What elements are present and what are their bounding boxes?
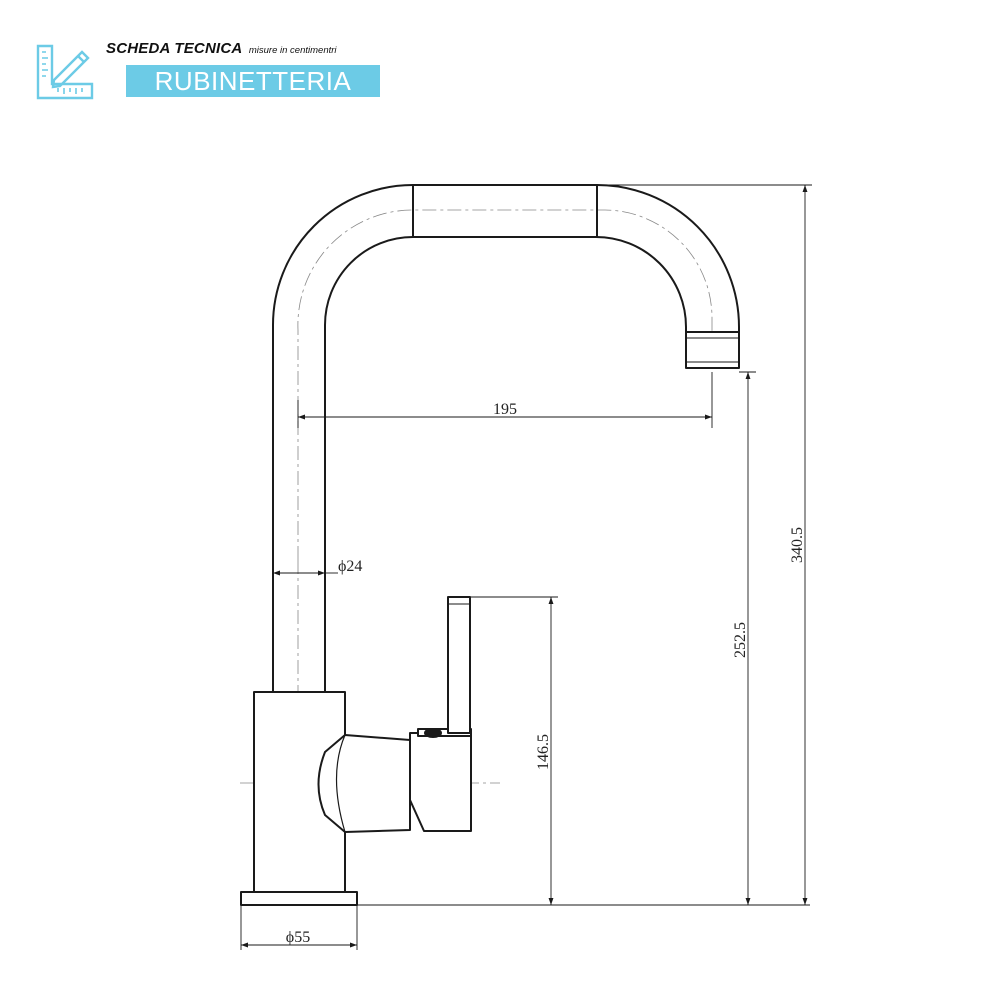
header-subtitle: misure in centimentri [248,45,337,56]
header-title-line: SCHEDA TECNICA misure in centimentri [106,40,337,58]
dimension-labels: 195 ϕ24 ϕ55 146.5 252.5 340.5 [286,401,806,946]
technical-drawing-icon [36,44,94,100]
dim-tube-diameter: ϕ24 [338,558,362,575]
category-band: RUBINETTERIA [126,65,380,97]
dim-total-height: 340.5 [789,527,806,563]
dim-base-diameter: ϕ55 [286,929,310,946]
header: SCHEDA TECNICA misure in centimentri RUB… [36,40,396,100]
header-title: SCHEDA TECNICA [106,40,243,57]
dim-spout-height: 252.5 [732,622,749,658]
faucet-body [240,184,740,906]
dimension-lines [240,184,812,950]
dim-lever-height: 146.5 [535,734,552,770]
dim-spout-reach: 195 [493,401,517,418]
